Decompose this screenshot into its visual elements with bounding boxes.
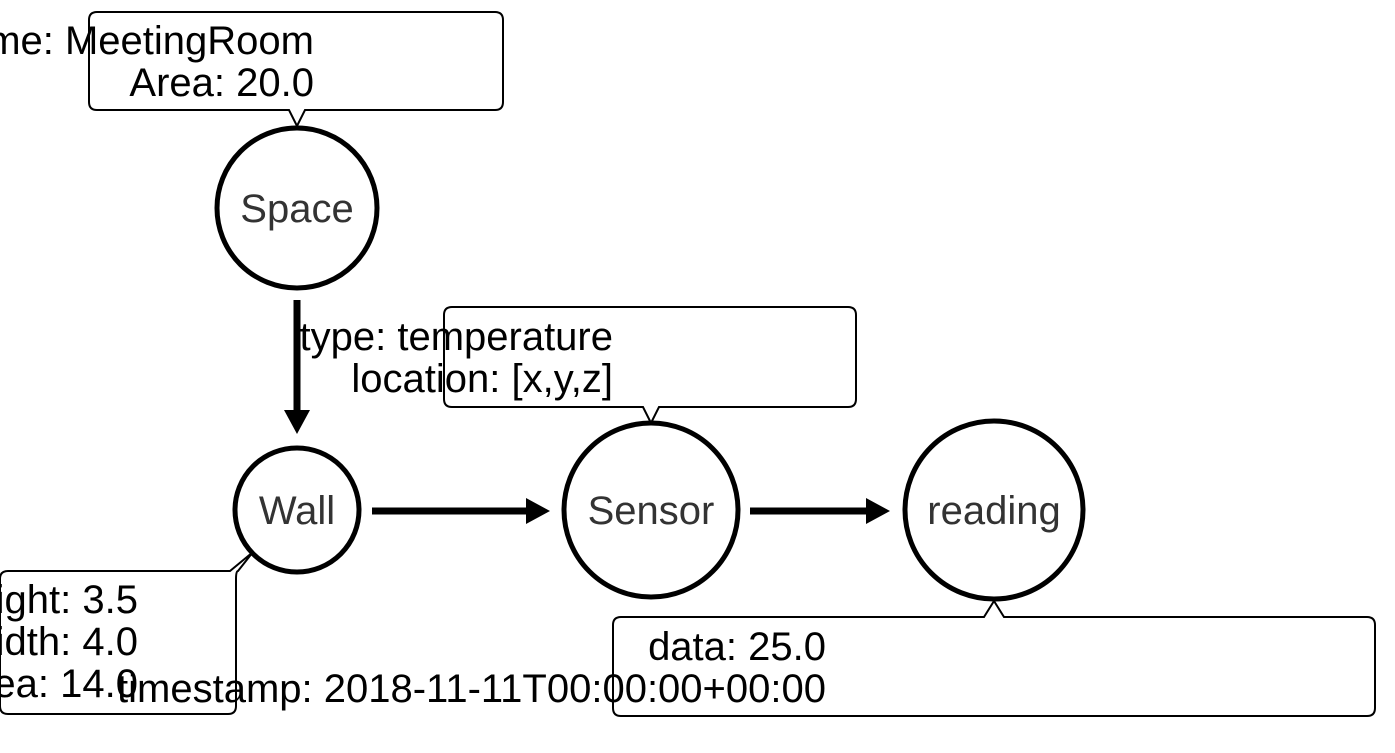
node-space: Space	[214, 125, 380, 291]
callout-wall-width: width: 4.0	[0, 620, 138, 664]
edge-wall-to-sensor	[372, 498, 550, 524]
callout-sensor: type: temperature location: [x,y,z]	[300, 306, 857, 426]
node-wall: Wall	[232, 445, 362, 575]
callout-sensor-location: location: [x,y,z]	[351, 357, 613, 401]
callout-space-name: Name: MeetingRoom	[0, 19, 314, 63]
callout-wall-area: area: 14.0	[0, 662, 138, 706]
node-wall-label: Wall	[259, 489, 335, 533]
callout-reading: data: 25.0 timestamp: 2018-11-11T00:00:0…	[117, 599, 1376, 717]
node-sensor-label: Sensor	[588, 489, 715, 533]
node-space-label: Space	[240, 187, 353, 231]
edge-space-to-wall	[284, 300, 310, 434]
callout-space: Name: MeetingRoom Area: 20.0	[0, 11, 504, 129]
callout-wall-height: height: 3.5	[0, 578, 138, 622]
callout-reading-data: data: 25.0	[648, 625, 826, 669]
callout-wall: height: 3.5 width: 4.0 area: 14.0	[0, 551, 254, 715]
node-reading-label: reading	[927, 489, 1060, 533]
node-sensor: Sensor	[561, 420, 741, 600]
callout-sensor-type: type: temperature	[300, 315, 614, 359]
callout-reading-timestamp: timestamp: 2018-11-11T00:00:00+00:00	[117, 667, 826, 711]
node-reading: reading	[902, 418, 1086, 602]
callout-space-area: Area: 20.0	[129, 61, 314, 105]
edge-sensor-to-reading	[750, 498, 890, 524]
